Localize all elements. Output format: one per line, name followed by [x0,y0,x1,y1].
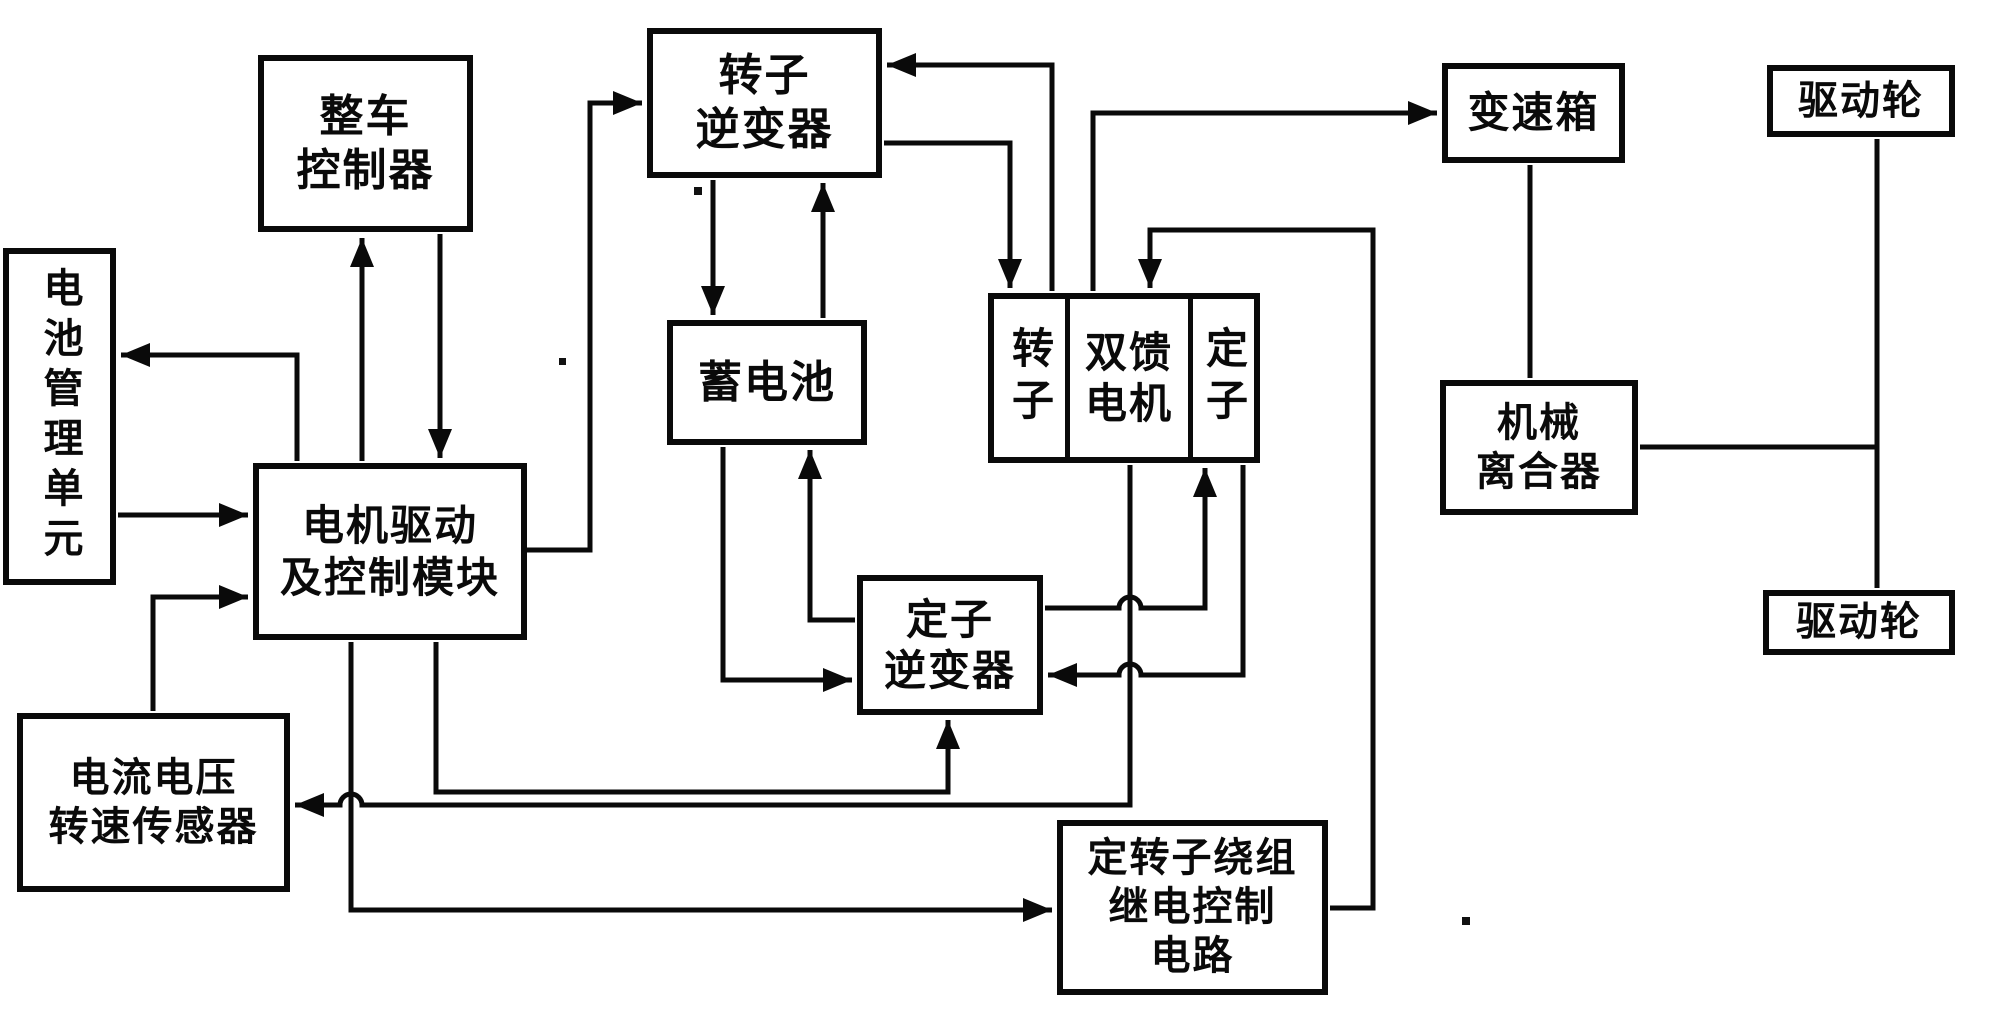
node-battery-management-unit: 电池管理单元 [3,248,116,585]
node-stator-inverter: 定子 逆变器 [857,575,1043,715]
wire-motor-drive-to-stator-inverter [433,642,960,795]
scan-speck [1462,917,1470,925]
node-stator-inverter-label: 定子 逆变器 [883,594,1016,695]
node-doubly-fed-motor-assembly: 转子 双馈 电机 定子 [988,293,1260,463]
node-drive-wheel-bottom-label: 驱动轮 [1796,599,1922,646]
node-doubly-fed-motor-label: 双馈 电机 [1084,327,1173,428]
node-relay-control-circuit-label: 定转子绕组 继电控制 电路 [1087,835,1298,979]
node-battery-management-unit-label: 电池管理单元 [36,266,83,567]
wire-rotor-to-rotor-inverter [887,53,1055,291]
node-vehicle-controller: 整车 控制器 [258,55,473,232]
node-drive-wheel-top: 驱动轮 [1767,65,1955,137]
node-drive-wheel-bottom: 驱动轮 [1763,590,1955,655]
node-rotor-section: 转子 [994,299,1065,457]
wire-stator-to-stator-inverter [1048,465,1246,687]
wire-sensor-to-motor-drive [150,585,248,711]
node-motor-drive-control-module: 电机驱动 及控制模块 [253,463,527,640]
wire-rotor-inverter-to-rotor [884,140,1022,288]
node-current-voltage-speed-sensor: 电流电压 转速传感器 [17,713,290,892]
scan-speck [694,187,702,195]
node-doubly-fed-motor: 双馈 电机 [1065,299,1193,457]
wire-stator-inverter-to-stator [1045,468,1217,611]
node-stator-section-label: 定子 [1199,326,1249,430]
node-rotor-inverter: 转子 逆变器 [647,28,882,178]
wire-motor-drive-to-relay-circuit [348,642,1052,922]
node-vehicle-controller-label: 整车 控制器 [296,90,435,196]
node-motor-drive-control-module-label: 电机驱动 及控制模块 [279,501,500,602]
wire-dfim-to-sensor [295,465,1133,817]
node-drive-wheel-top-label: 驱动轮 [1798,77,1924,124]
wire-motor-drive-to-rotor-inverter [525,91,642,553]
node-battery-label: 蓄电池 [698,356,836,408]
wire-motor-drive-to-bmu [121,343,300,461]
node-battery: 蓄电池 [667,320,867,445]
wire-dfim-to-gearbox [1090,101,1437,291]
node-relay-control-circuit: 定转子绕组 继电控制 电路 [1057,820,1328,995]
node-gearbox: 变速箱 [1442,63,1625,163]
node-rotor-inverter-label: 转子 逆变器 [695,50,834,155]
wire-stator-inverter-to-battery [798,450,855,623]
wire-battery-to-stator-inverter [720,447,852,692]
wire-relay-circuit-to-dfim [1138,227,1376,911]
node-gearbox-label: 变速箱 [1467,88,1600,138]
node-stator-section: 定子 [1193,299,1254,457]
node-mechanical-clutch-label: 机械 离合器 [1476,399,1602,495]
node-rotor-section-label: 转子 [1005,326,1055,430]
node-mechanical-clutch: 机械 离合器 [1440,380,1638,515]
scan-speck [559,358,566,365]
node-current-voltage-speed-sensor-label: 电流电压 转速传感器 [48,754,259,850]
